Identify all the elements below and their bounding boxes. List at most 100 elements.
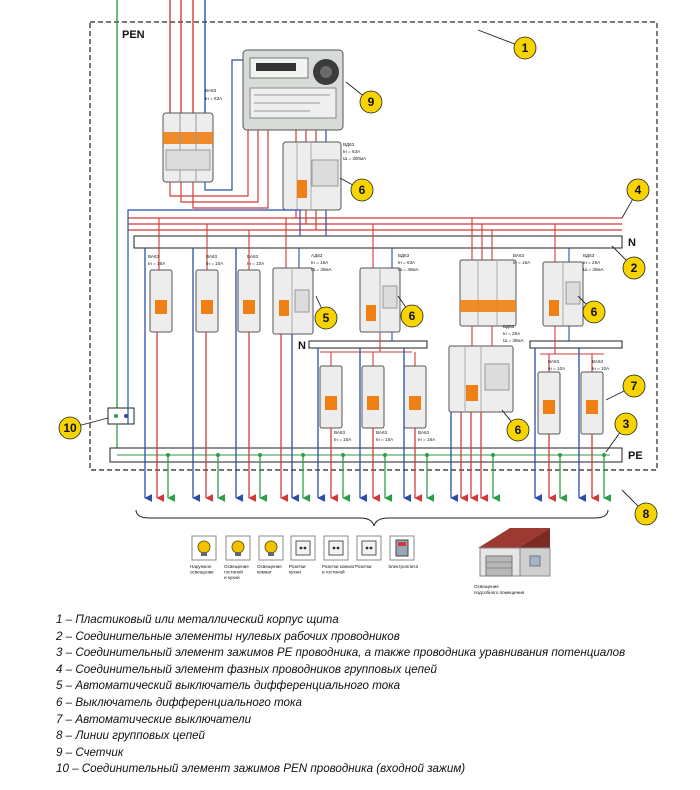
pe-label: PE: [628, 450, 643, 462]
sub-breaker-2-rating: ВА63 Iн = 16А: [376, 430, 394, 442]
rcd-4: [542, 261, 584, 327]
svg-text:IΔ = 30мА: IΔ = 30мА: [503, 338, 525, 343]
sub-breaker-1: [319, 365, 343, 429]
legend-item: 5 – Автоматический выключатель дифференц…: [56, 679, 401, 693]
svg-text:Iн = 16А: Iн = 16А: [418, 437, 436, 442]
icon-caption: освещение: [190, 570, 214, 575]
svg-text:Iн = 16А: Iн = 16А: [334, 437, 352, 442]
rcbo-device: [272, 267, 314, 335]
pe-tap: [383, 453, 387, 457]
main-rcd: [282, 141, 342, 211]
icon-caption: комнат: [257, 570, 273, 575]
wiring-diagram: PEN ВА63 Iн =: [58, 0, 658, 595]
callout-number: 3: [623, 417, 630, 431]
stove-icon: [389, 535, 415, 561]
svg-text:ВА63: ВА63: [205, 88, 217, 93]
svg-text:Iн = 63А: Iн = 63А: [343, 149, 361, 154]
svg-text:Iн = 16А: Iн = 16А: [376, 437, 394, 442]
socket-icon: [323, 535, 349, 561]
legend-item: 10 – Соединительный элемент зажимов PEN …: [56, 762, 466, 776]
pe-tap: [258, 453, 262, 457]
legend-item: 3 – Соединительный элемент зажимов РЕ пр…: [56, 646, 626, 660]
callout-circle: [622, 256, 646, 280]
pe-tap: [425, 453, 429, 457]
pe-tap: [301, 453, 305, 457]
pe-bar: [109, 447, 623, 463]
svg-text:ВА63: ВА63: [247, 254, 259, 259]
svg-text:Iн = 63А: Iн = 63А: [205, 96, 223, 101]
callout-circle: [506, 418, 530, 442]
svg-text:ВД63: ВД63: [503, 324, 515, 329]
breaker-3pole-rating: ВА63 Iн = 16А: [513, 253, 531, 265]
svg-text:ВА63: ВА63: [548, 359, 560, 364]
socket-icon: [290, 535, 316, 561]
pe-tap: [491, 453, 495, 457]
callout-number: 6: [591, 305, 598, 319]
outbuilding-house-icon: [478, 528, 551, 577]
sub-breaker-5-rating: ВА63 Iн = 10А: [592, 359, 610, 371]
legend-item: 8 – Линии групповых цепей: [56, 729, 205, 743]
svg-text:АД62: АД62: [311, 253, 323, 258]
meter-wiring: [169, 59, 327, 209]
rcd-2-rating: ВД63 Iн = 63А IΔ = 30мА: [398, 253, 420, 272]
n-label-sub: N: [298, 340, 306, 352]
svg-text:ВА63: ВА63: [513, 253, 525, 258]
rcd-3-rating: ВД63 Iн = 25А IΔ = 30мА: [503, 324, 525, 343]
callout-number: 8: [643, 507, 650, 521]
n-label-main: N: [628, 237, 636, 249]
breaker-2: [195, 269, 219, 333]
icon-caption: Наружное: [190, 564, 212, 569]
icon-caption: Розетки: [289, 564, 306, 569]
callout-number: 6: [515, 423, 522, 437]
svg-text:подсобного помещения: подсобного помещения: [474, 590, 525, 595]
svg-text:Iн = 16А: Iн = 16А: [311, 260, 329, 265]
svg-text:Iн = 63А: Iн = 63А: [398, 260, 416, 265]
lamp-icon: [225, 535, 251, 561]
lamp-icon: [191, 535, 217, 561]
sub-breaker-1-rating: ВА63 Iн = 16А: [334, 430, 352, 442]
neutral-bar-sub-left: [308, 332, 428, 366]
pe-tap: [216, 453, 220, 457]
callout-circle: [582, 300, 606, 324]
breaker-1-rating: ВА63 Iн = 16А: [148, 254, 166, 266]
callout-number: 5: [323, 311, 330, 325]
legend-item: 2 – Соединительные элементы нулевых рабо…: [56, 629, 400, 643]
pen-terminal: [107, 209, 301, 458]
pe-tap: [166, 453, 170, 457]
svg-text:IΔ = 30мА: IΔ = 30мА: [311, 267, 333, 272]
callout-circle: [359, 90, 383, 114]
icon-caption: и кухни: [224, 575, 240, 580]
legend-item: 6 – Выключатель дифференциального тока: [56, 695, 302, 709]
rcbo-rating: АД62 Iн = 16А IΔ = 30мА: [311, 253, 333, 272]
svg-text:Iн = 10А: Iн = 10А: [206, 261, 224, 266]
svg-text:ВА63: ВА63: [334, 430, 346, 435]
svg-text:ВА63: ВА63: [592, 359, 604, 364]
icon-caption: Освещение: [257, 564, 282, 569]
callout-number: 6: [409, 309, 416, 323]
icon-caption: Освещение: [224, 564, 249, 569]
breaker-3: [237, 269, 261, 333]
electricity-meter: [242, 49, 344, 131]
svg-text:Iн = 10А: Iн = 10А: [592, 366, 610, 371]
callout-circle: [58, 416, 82, 440]
svg-text:ВД63: ВД63: [583, 253, 595, 258]
house-caption: Освещение подсобного помещения: [474, 584, 525, 595]
group-lines-bracket: [135, 509, 609, 527]
pe-tap: [602, 453, 606, 457]
svg-text:Iн = 10А: Iн = 10А: [548, 366, 566, 371]
callout-circle: [350, 178, 374, 202]
icon-caption: и гостиной: [322, 569, 345, 575]
legend-item: 7 – Автоматические выключатели: [56, 712, 252, 726]
icon-caption: Розетки: [355, 564, 372, 569]
phase-conductors: [128, 210, 622, 231]
breaker-2-rating: ВА63 Iн = 10А: [206, 254, 224, 266]
callout-number: 9: [368, 95, 375, 109]
sub-breaker-2: [361, 365, 385, 429]
sub-breaker-3-rating: ВА63 Iн = 16А: [418, 430, 436, 442]
callout-number: 1: [522, 41, 529, 55]
rcd-4-rating: ВД63 Iн = 25А IΔ = 30мА: [583, 253, 605, 272]
svg-text:Iн = 16А: Iн = 16А: [513, 260, 531, 265]
main-breaker-rating: ВА63 Iн = 63А: [205, 88, 223, 101]
callout-circle: [626, 178, 650, 202]
callout-number: 7: [631, 379, 638, 393]
